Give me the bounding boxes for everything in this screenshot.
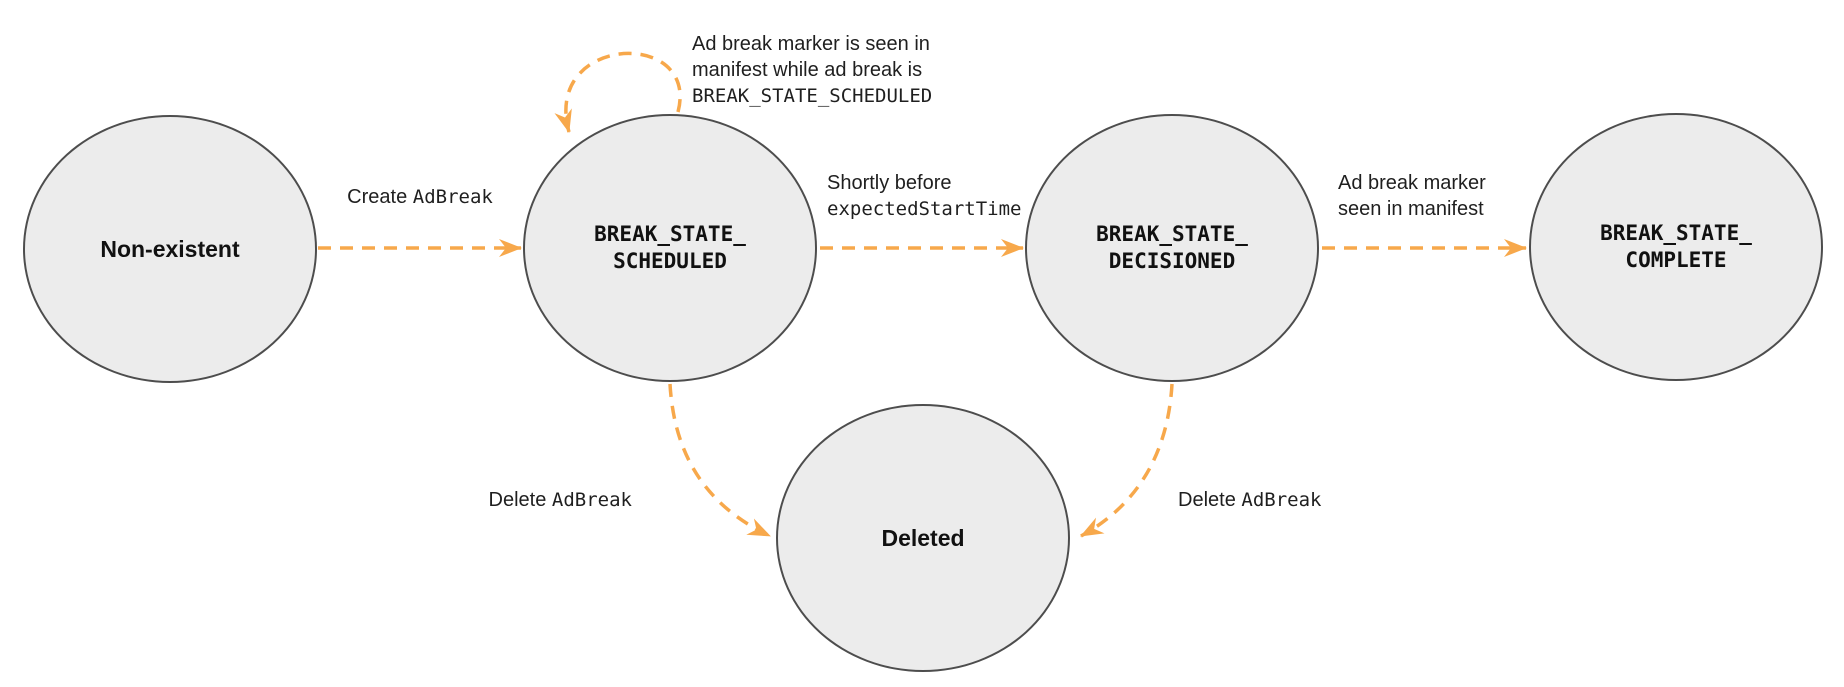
edge-delete-from-scheduled-arrow xyxy=(668,383,771,538)
state-label-line: Deleted xyxy=(881,524,965,551)
edge-label-self-loop: Ad break marker is seen in manifest whil… xyxy=(692,31,932,109)
edge-label-text: Shortly before xyxy=(827,172,952,194)
edge-label-text: seen in manifest xyxy=(1338,198,1484,220)
edge-label-code: AdBreak xyxy=(412,186,493,208)
edge-label-manifest: Ad break marker seen in manifest xyxy=(1338,170,1486,222)
edge-label-decision: Shortly before expectedStartTime xyxy=(827,170,1021,222)
state-node-break-state-decisioned: BREAK_STATE_ DECISIONED xyxy=(1025,114,1319,382)
state-node-break-state-scheduled: BREAK_STATE_ SCHEDULED xyxy=(523,114,817,382)
edge-label-code: AdBreak xyxy=(1241,489,1322,511)
edge-label-text: manifest while ad break is xyxy=(692,59,923,81)
edge-label-text: Ad break marker is seen in xyxy=(692,33,930,55)
edge-label-text: Ad break marker xyxy=(1338,172,1486,194)
edge-label-create: Create AdBreak xyxy=(310,184,530,210)
state-label-line: SCHEDULED xyxy=(613,249,727,273)
edge-delete-from-decisioned-arrow xyxy=(1080,383,1174,538)
state-label-line: DECISIONED xyxy=(1108,249,1236,273)
state-label-line: BREAK_STATE_ xyxy=(1600,221,1752,245)
edge-label-text: Delete xyxy=(488,489,547,511)
edge-label-code: AdBreak xyxy=(551,489,632,511)
state-node-break-state-complete: BREAK_STATE_ COMPLETE xyxy=(1529,113,1823,381)
edge-label-text: Delete xyxy=(1178,489,1236,511)
edge-label-code: expectedStartTime xyxy=(827,198,1022,220)
edge-label-code: BREAK_STATE_SCHEDULED xyxy=(692,85,933,107)
edge-label-delete-right: Delete AdBreak xyxy=(1178,487,1321,513)
state-node-deleted: Deleted xyxy=(776,404,1070,672)
state-node-non-existent: Non-existent xyxy=(23,115,317,383)
state-label-line: Non-existent xyxy=(100,235,240,262)
state-label-line: BREAK_STATE_ xyxy=(594,222,746,246)
state-label-line: BREAK_STATE_ xyxy=(1096,222,1248,246)
edge-label-delete-left: Delete AdBreak xyxy=(462,487,632,513)
edge-label-text: Create xyxy=(347,186,408,208)
state-label-line: COMPLETE xyxy=(1625,248,1727,272)
